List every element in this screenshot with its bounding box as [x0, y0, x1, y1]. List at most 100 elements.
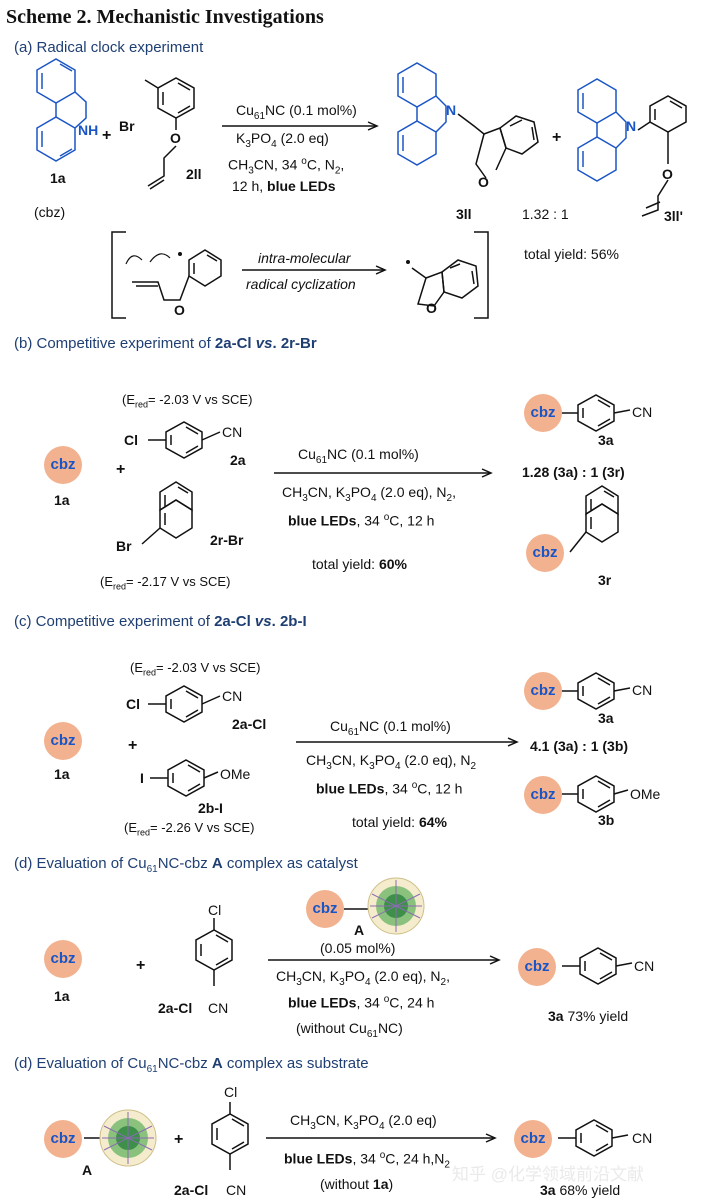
product-3ll-prime-structure — [577, 78, 687, 217]
nh-label: NH — [78, 122, 99, 138]
panel-b-header: (b) Competitive experiment of 2a-Cl vs. … — [14, 335, 317, 352]
cl-label: Cl — [124, 432, 138, 448]
cond-a-2: K3PO4 (2.0 eq) — [236, 130, 329, 150]
cond-e-1: CH3CN, K3PO4 (2.0 eq) — [290, 1112, 437, 1132]
cbz-badge: cbz — [44, 446, 82, 484]
without-cu: (without Cu61NC) — [296, 1020, 403, 1040]
plus-sign: + — [128, 737, 138, 754]
compound-2acl-label: 2a-Cl — [174, 1182, 209, 1198]
compound-1a-label: 1a — [54, 766, 70, 782]
ered-2bi: (Ered= -2.26 V vs SCE) — [124, 820, 255, 838]
substrate-2ll-structure — [144, 77, 195, 190]
o-label-mech-2: O — [426, 300, 437, 316]
total-yield-c: total yield: 64% — [352, 814, 447, 830]
n-label-3ll-prime: N — [626, 118, 637, 134]
cond-c-2: CH3CN, K3PO4 (2.0 eq), N2 — [306, 752, 477, 772]
br-label-b: Br — [116, 538, 132, 554]
compound-3r-label: 3r — [598, 572, 612, 588]
cn-label: CN — [634, 958, 655, 974]
cbz-badge: cbz — [306, 890, 344, 928]
aryl-2a-structure — [148, 421, 221, 459]
cbz-badge: cbz — [524, 672, 562, 710]
panel-c-header: (c) Competitive experiment of 2a-Cl vs. … — [14, 613, 307, 630]
compound-3a-label: 3a — [598, 710, 614, 726]
cond-d-1: CH3CN, K3PO4 (2.0 eq), N2, — [276, 968, 450, 988]
ered-2r: (Ered= -2.17 V vs SCE) — [100, 574, 231, 592]
panel-e-header: (d) Evaluation of Cu61NC-cbz A complex a… — [14, 1055, 369, 1076]
mechanism-bracket — [111, 231, 489, 319]
compound-2bi-label: 2b-I — [198, 800, 223, 816]
cond-a-3: CH3CN, 34 oC, N2, — [228, 156, 345, 177]
cond-d-2: blue LEDs, 34 oC, 24 h — [288, 994, 435, 1011]
ered-2acl: (Ered= -2.03 V vs SCE) — [130, 660, 261, 678]
compound-1a-label: 1a — [54, 988, 70, 1004]
cbz-badge: cbz — [526, 534, 564, 572]
cn-label: CN — [208, 1000, 229, 1016]
compound-2rbr-label: 2r-Br — [210, 532, 244, 548]
cn-label: CN — [632, 1130, 653, 1146]
total-yield-b: total yield: 60% — [312, 556, 407, 572]
o-label-3ll: O — [478, 174, 489, 190]
product-3ll-structure — [397, 62, 539, 179]
compound-1a-label: 1a — [54, 492, 70, 508]
cond-b-1: Cu61NC (0.1 mol%) — [298, 446, 419, 466]
cn-label: CN — [632, 404, 653, 420]
br-label: Br — [119, 118, 135, 134]
cl-label: Cl — [224, 1084, 238, 1100]
cbz-badge: cbz — [524, 394, 562, 432]
cond-b-3: blue LEDs, 34 oC, 12 h — [288, 512, 435, 529]
complex-A-label: A — [354, 922, 365, 938]
compound-2a-label: 2a — [230, 452, 246, 468]
compound-3ll-prime-label: 3ll' — [664, 208, 683, 224]
intra-label-1: intra-molecular — [258, 250, 351, 266]
o-label: O — [170, 130, 181, 146]
yield-d: 3a 73% yield — [548, 1008, 629, 1024]
ered-2a: (Ered= -2.03 V vs SCE) — [122, 392, 253, 410]
cbz-badge: cbz — [524, 776, 562, 814]
cn-label: CN — [222, 688, 243, 704]
cbz-badge: cbz — [518, 948, 556, 986]
plus-sign: + — [552, 129, 562, 146]
ome-label: OMe — [220, 766, 251, 782]
ratio-a: 1.32 : 1 — [522, 206, 569, 222]
o-label-3ll-prime: O — [662, 166, 673, 182]
cl-label: Cl — [208, 902, 222, 918]
without-1a: (without 1a) — [320, 1176, 394, 1192]
cond-a-4: 12 h, blue LEDs — [232, 178, 336, 194]
compound-1a-label: 1a — [50, 170, 66, 186]
plus-sign: + — [174, 1131, 184, 1148]
cn-label: CN — [222, 424, 243, 440]
cu61-cluster-icon-e — [99, 1109, 157, 1167]
compound-3a-label: 3a — [598, 432, 614, 448]
compound-3b-label: 3b — [598, 812, 615, 828]
cond-a-1: Cu61NC (0.1 mol%) — [236, 102, 357, 122]
cond-b-2: CH3CN, K3PO4 (2.0 eq), N2, — [282, 484, 456, 504]
ratio-b: 1.28 (3a) : 1 (3r) — [522, 464, 625, 480]
watermark: 知乎 @化学领域前沿文献 — [452, 1165, 644, 1184]
plus-sign: + — [136, 957, 146, 974]
o-label-mech: O — [174, 302, 185, 318]
compound-2acl-label: 2a-Cl — [232, 716, 267, 732]
panel-d-header: (d) Evaluation of Cu61NC-cbz A complex a… — [14, 855, 358, 876]
cn-label: CN — [226, 1182, 247, 1198]
n-label-3ll: N — [446, 102, 457, 118]
plus-sign: + — [116, 461, 126, 478]
compound-3ll-label: 3ll — [456, 206, 472, 222]
i-label: I — [140, 770, 144, 786]
plus-sign: + — [102, 127, 112, 144]
catalyst-loading: (0.05 mol%) — [320, 940, 396, 956]
total-yield-a: total yield: 56% — [524, 246, 619, 262]
cbz-note: (cbz) — [34, 204, 66, 220]
naphthyl-2r-structure — [141, 481, 193, 545]
cbz-badge: cbz — [44, 722, 82, 760]
compound-2acl-label: 2a-Cl — [158, 1000, 193, 1016]
cond-e-2: blue LEDs, 34 oC, 24 h,N2 — [284, 1150, 450, 1171]
cbz-badge: cbz — [44, 1120, 82, 1158]
cbz-badge: cbz — [514, 1120, 552, 1158]
cond-c-3: blue LEDs, 34 oC, 12 h — [316, 780, 463, 797]
yield-e: 3a 68% yield — [540, 1182, 621, 1198]
cu61-cluster-icon-d — [367, 877, 425, 935]
cond-c-1: Cu61NC (0.1 mol%) — [330, 718, 451, 738]
